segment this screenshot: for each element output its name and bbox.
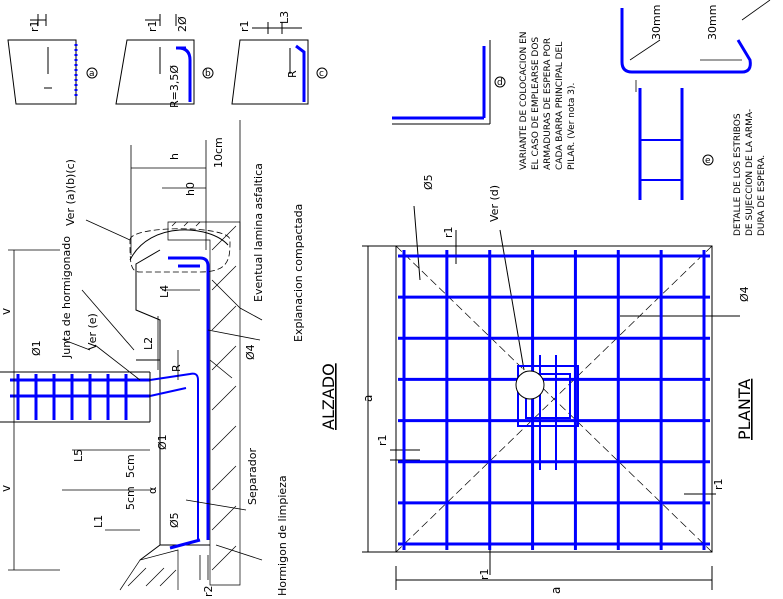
detail-b-mark: b <box>205 69 211 79</box>
alzado-title: ALZADO <box>319 363 338 430</box>
note-e-mark-circle <box>702 154 714 166</box>
alzado-phi4: Ø4 <box>244 344 257 360</box>
detail-b-2phi: 2Ø <box>176 16 189 32</box>
svg-text:ARMADURAS DE ESPERA POR: ARMADURAS DE ESPERA POR <box>543 38 553 170</box>
alzado-5cm-b: 5cm <box>124 486 137 510</box>
svg-text:EL CASO DE EMPLEARSE DOS: EL CASO DE EMPLEARSE DOS <box>531 37 541 170</box>
planta-phi4: Ø4 <box>738 286 751 302</box>
svg-text:VARIANTE DE COLOCACION EN: VARIANTE DE COLOCACION EN <box>519 31 529 170</box>
detail-c <box>231 22 328 105</box>
detail-c-r1: r1 <box>238 20 251 32</box>
alzado-L4: L4 <box>158 285 171 298</box>
detail-c-radius: R <box>286 70 299 78</box>
detail-b-radius: R=3,5Ø <box>168 65 181 108</box>
alzado-alpha: α <box>146 487 159 494</box>
detail-a <box>7 14 98 105</box>
alzado-L2: L2 <box>142 337 155 350</box>
note-e-mark: e <box>705 156 711 166</box>
detail-a-r1: r1 <box>28 20 41 32</box>
planta-rebar-grid <box>398 250 710 550</box>
alzado-hormigon: Hormigon de limpieza <box>276 475 289 596</box>
alzado-h: h <box>168 153 181 160</box>
alzado-explanacion: Explanacion compactada <box>292 204 305 342</box>
planta-r1-left: r1 <box>376 434 389 446</box>
alzado-L1: L1 <box>92 515 105 528</box>
detail-b-r1: r1 <box>146 20 159 32</box>
alzado-10cm: 10cm <box>212 137 225 168</box>
alzado-v-bottom: v <box>0 485 13 492</box>
detail-c-mark: c <box>319 69 324 79</box>
svg-text:DE SUJECCION DE LA ARMA-: DE SUJECCION DE LA ARMA- <box>745 109 755 236</box>
planta-title: PLANTA <box>735 379 754 440</box>
alzado-ver-abc: Ver (a)(b)(c) <box>64 159 77 226</box>
alzado-5cm-a: 5cm <box>124 454 137 478</box>
svg-text:DETALLE DE LOS ESTRIBOS: DETALLE DE LOS ESTRIBOS <box>733 113 743 236</box>
alzado-column-stirrups <box>16 374 128 420</box>
svg-text:PILAR. (Ver nota 3).: PILAR. (Ver nota 3). <box>567 83 577 170</box>
detail-c-L3: L3 <box>278 11 291 24</box>
alzado-v-top: v <box>0 308 13 315</box>
note-e-dims <box>629 0 771 92</box>
alzado-detail-bubble <box>129 228 231 273</box>
alzado-phi5: Ø5 <box>168 512 181 528</box>
alzado-ver-e: Ver (e) <box>86 313 99 350</box>
planta-a-horiz: a <box>549 587 563 594</box>
note-d-mark: d <box>497 78 503 88</box>
note-d-text: VARIANTE DE COLOCACION EN EL CASO DE EMP… <box>519 31 577 170</box>
alzado-ground-hatch <box>119 221 241 591</box>
planta-phi5: Ø5 <box>422 174 435 190</box>
planta-r1-bottom: r1 <box>478 568 491 580</box>
planta-r1-top: r1 <box>442 226 455 238</box>
alzado-R: R <box>170 364 183 372</box>
alzado-r2: r2 <box>202 585 215 597</box>
note-e-text: DETALLE DE LOS ESTRIBOS DE SUJECCION DE … <box>733 109 767 236</box>
note-e-dim-2: 30mm <box>706 5 719 40</box>
alzado-L5: L5 <box>72 449 85 462</box>
alzado-lamina: Eventual lamina asfaltica <box>252 163 265 302</box>
alzado-junta: Junta de hormigonado <box>60 236 73 359</box>
alzado-phi1-top: Ø1 <box>30 340 43 356</box>
detail-a-mark: a <box>89 69 95 79</box>
svg-text:DURA DE ESPERA.: DURA DE ESPERA. <box>757 155 767 236</box>
alzado-column-lines <box>0 371 151 423</box>
planta-detail-circle <box>515 370 545 400</box>
alzado-h0: h0 <box>184 182 197 196</box>
alzado-separador: Separador <box>246 448 259 505</box>
note-e-dim-1: 30mm <box>650 5 663 40</box>
planta-outline <box>362 205 740 590</box>
note-e-sketch <box>620 8 752 200</box>
alzado-dimensions <box>8 120 263 580</box>
planta-a-vert: a <box>361 395 375 402</box>
alzado-phi1-mid: Ø1 <box>156 434 169 450</box>
detail-b <box>115 14 214 105</box>
planta-r1-right: r1 <box>712 478 725 490</box>
note-d-sketch <box>392 40 506 125</box>
planta-ver-d: Ver (d) <box>488 185 501 222</box>
svg-text:CADA BARRA PRINCIPAL DEL: CADA BARRA PRINCIPAL DEL <box>555 42 565 170</box>
